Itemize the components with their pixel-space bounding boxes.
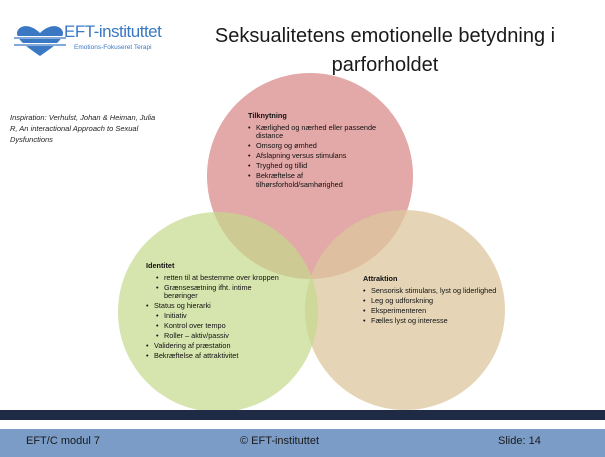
list-item: Grænsesætning ifht. intime berøringer <box>156 283 286 301</box>
heart-logo-icon <box>12 26 68 56</box>
tilknytning-text: Tilknytning Kærlighed og nærhed eller pa… <box>248 111 388 191</box>
list-item: Leg og udforskning <box>363 296 503 306</box>
attraktion-title: Attraktion <box>363 274 398 283</box>
attraktion-text: Attraktion Sensorisk stimulans, lyst og … <box>363 274 503 327</box>
list-item: Sensorisk stimulans, lyst og liderlighed <box>363 286 503 296</box>
footer-copyright: © EFT-instituttet <box>240 435 320 447</box>
identitet-list: retten til at bestemme over kroppen Græn… <box>146 273 286 361</box>
list-item: Roller – aktiv/passiv <box>156 332 286 341</box>
list-item: Tryghed og tillid <box>248 162 388 171</box>
logo-subtitle: Emotions-Fokuseret Terapi <box>74 44 152 51</box>
footer-module: EFT/C modul 7 <box>26 435 100 447</box>
list-item: Bekræftelse af attraktivitet <box>146 352 286 361</box>
list-item: Bekræftelse af tilhørsforhold/samhørighe… <box>248 171 388 189</box>
tilknytning-title: Tilknytning <box>248 111 287 120</box>
list-item: Eksperimenteren <box>363 306 503 316</box>
footer: EFT/C modul 7 © EFT-instituttet Slide: 1… <box>0 429 605 457</box>
tilknytning-list: Kærlighed og nærhed eller passende dista… <box>248 123 388 190</box>
list-item: Kærlighed og nærhed eller passende dista… <box>248 123 388 141</box>
list-item: retten til at bestemme over kroppen <box>156 273 286 283</box>
list-item: Status og hierarki <box>146 302 286 311</box>
identitet-text: Identitet retten til at bestemme over kr… <box>146 261 286 362</box>
identitet-title: Identitet <box>146 261 175 270</box>
slide-title: Seksualitetens emotionelle betydning i p… <box>214 25 556 76</box>
logo-name: EFT-instituttet <box>64 22 162 41</box>
attraktion-list: Sensorisk stimulans, lyst og liderlighed… <box>363 286 503 326</box>
list-item: Afslapning versus stimulans <box>248 152 388 161</box>
footer-divider-bar <box>0 410 605 420</box>
list-item: Initiativ <box>156 312 286 321</box>
logo: EFT-instituttet Emotions-Fokuseret Terap… <box>8 20 178 62</box>
footer-slide-number: Slide: 14 <box>498 435 541 447</box>
list-item: Fælles lyst og interesse <box>363 316 503 326</box>
list-item: Validering af præstation <box>146 342 286 351</box>
inspiration-note: Inspiration: Verhulst, Johan & Heiman, J… <box>10 113 156 144</box>
list-item: Kontrol over tempo <box>156 322 286 331</box>
list-item: Omsorg og ømhed <box>248 142 388 151</box>
